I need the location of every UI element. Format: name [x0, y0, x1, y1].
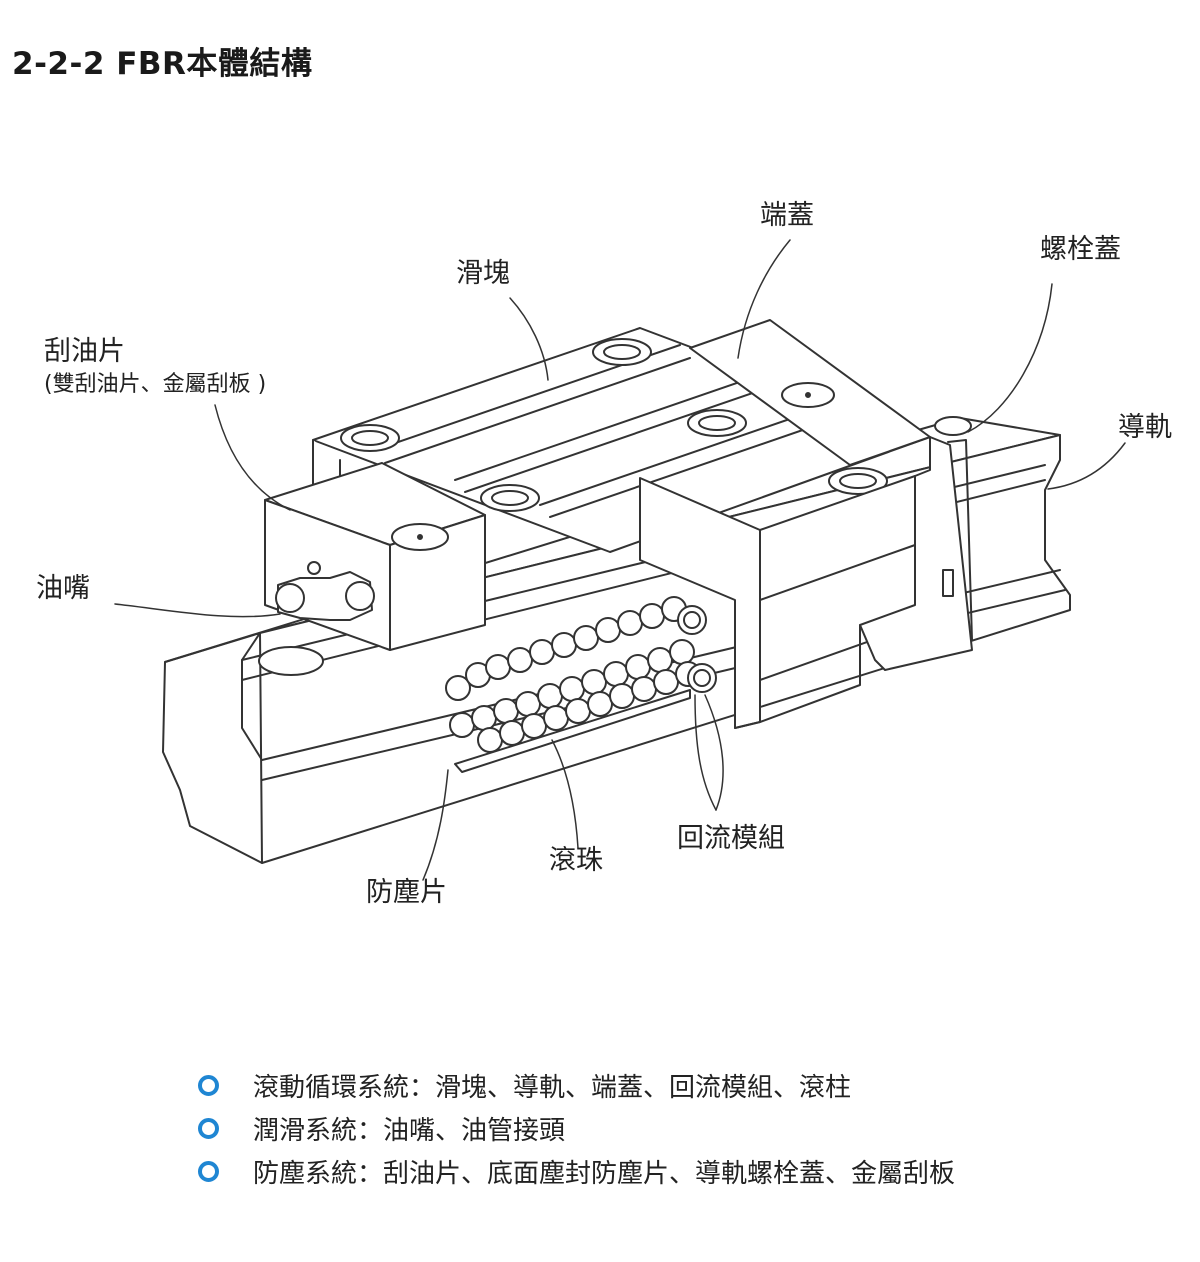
- label-grease-nipple: 油嘴: [36, 573, 90, 604]
- end-cap-right: [689, 319, 973, 671]
- structure-diagram: 滑塊 端蓋 螺栓蓋 刮油片 (雙刮油片、金屬刮板 ) 導軌 油嘴 防塵片 滾珠 …: [0, 180, 1200, 940]
- feature-list: 滾動循環系統：滑塊、導軌、端蓋、回流模組、滾柱 潤滑系統：油嘴、油管接頭 防塵系…: [198, 1064, 955, 1193]
- label-dust-strip: 防塵片: [366, 877, 447, 908]
- label-slider: 滑塊: [456, 258, 510, 289]
- feature-text: 滾動循環系統：滑塊、導軌、端蓋、回流模組、滾柱: [253, 1073, 852, 1103]
- rollers-group: [445, 596, 717, 753]
- dust-strip-shape: [454, 689, 691, 773]
- ring-bullet-icon: [198, 1075, 219, 1096]
- label-recirculation-module: 回流模組: [677, 823, 785, 854]
- ring-bullet-icon: [198, 1161, 219, 1182]
- label-bolt-cap: 螺栓蓋: [1040, 234, 1121, 265]
- label-end-cap: 端蓋: [760, 200, 814, 231]
- linear-guide-drawing: [114, 239, 1126, 881]
- label-rail: 導軌: [1118, 412, 1172, 443]
- feature-text: 防塵系統：刮油片、底面塵封防塵片、導軌螺栓蓋、金屬刮板: [253, 1159, 956, 1189]
- label-rollers: 滾珠: [549, 845, 603, 876]
- leader-lines: [114, 239, 1126, 881]
- feature-item: 滾動循環系統：滑塊、導軌、端蓋、回流模組、滾柱: [198, 1064, 955, 1107]
- end-cap-left: [264, 462, 486, 651]
- label-scraper-note: (雙刮油片、金屬刮板 ): [44, 372, 267, 397]
- label-scraper: 刮油片: [44, 336, 125, 367]
- feature-item: 潤滑系統：油嘴、油管接頭: [198, 1107, 955, 1150]
- feature-item: 防塵系統：刮油片、底面塵封防塵片、導軌螺栓蓋、金屬刮板: [198, 1150, 955, 1193]
- feature-text: 潤滑系統：油嘴、油管接頭: [253, 1116, 566, 1146]
- ring-bullet-icon: [198, 1118, 219, 1139]
- section-title: 2-2-2 FBR本體結構: [12, 46, 313, 82]
